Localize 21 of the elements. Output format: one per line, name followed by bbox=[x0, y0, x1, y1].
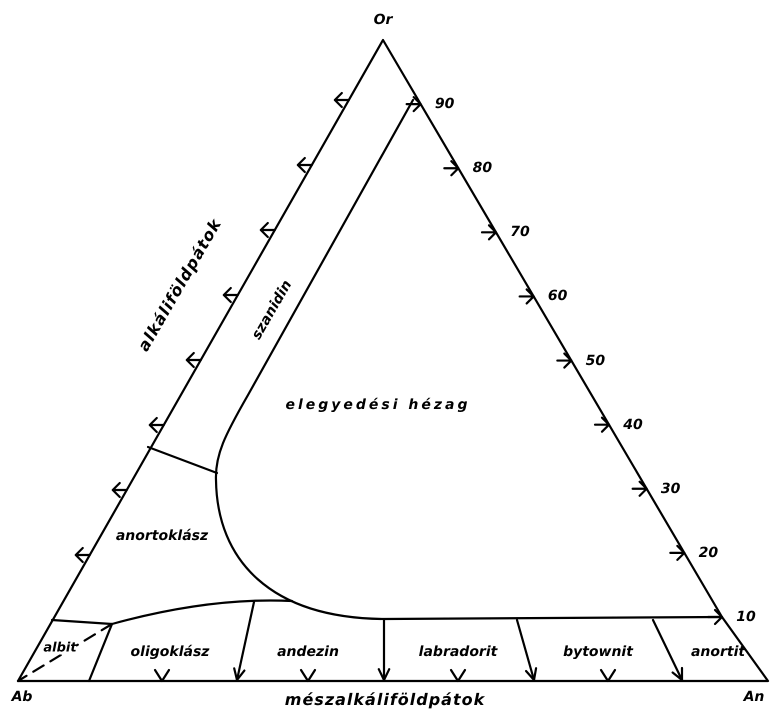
axis-tick-label: 90 bbox=[434, 97, 454, 112]
axis-tick-label: 60 bbox=[548, 289, 568, 304]
axis-tick-label: 70 bbox=[510, 225, 530, 240]
axis-tick-label: 30 bbox=[660, 482, 680, 496]
field-label: andezin bbox=[277, 645, 339, 659]
axis-title: mészalkáliföldpátok bbox=[284, 692, 486, 708]
axis-tick-label: 50 bbox=[586, 354, 606, 368]
field-label: anortoklász bbox=[116, 529, 208, 543]
axis-tick-label: 10 bbox=[736, 610, 756, 624]
field-label: elegyedési hézag bbox=[285, 398, 471, 412]
field-label: labradorit bbox=[418, 645, 498, 659]
field-label: bytownit bbox=[563, 645, 633, 659]
field-label: anortit bbox=[690, 645, 746, 659]
axis-tick-label: 20 bbox=[698, 546, 718, 560]
field-label: oligoklász bbox=[130, 645, 210, 659]
vertex-label: An bbox=[744, 690, 764, 704]
axis-tick-label: 40 bbox=[623, 418, 643, 432]
vertex-label: Ab bbox=[12, 690, 32, 704]
axis-tick-label: 80 bbox=[472, 161, 492, 176]
field-label: albit bbox=[43, 642, 77, 654]
vertex-label: Or bbox=[374, 13, 392, 27]
